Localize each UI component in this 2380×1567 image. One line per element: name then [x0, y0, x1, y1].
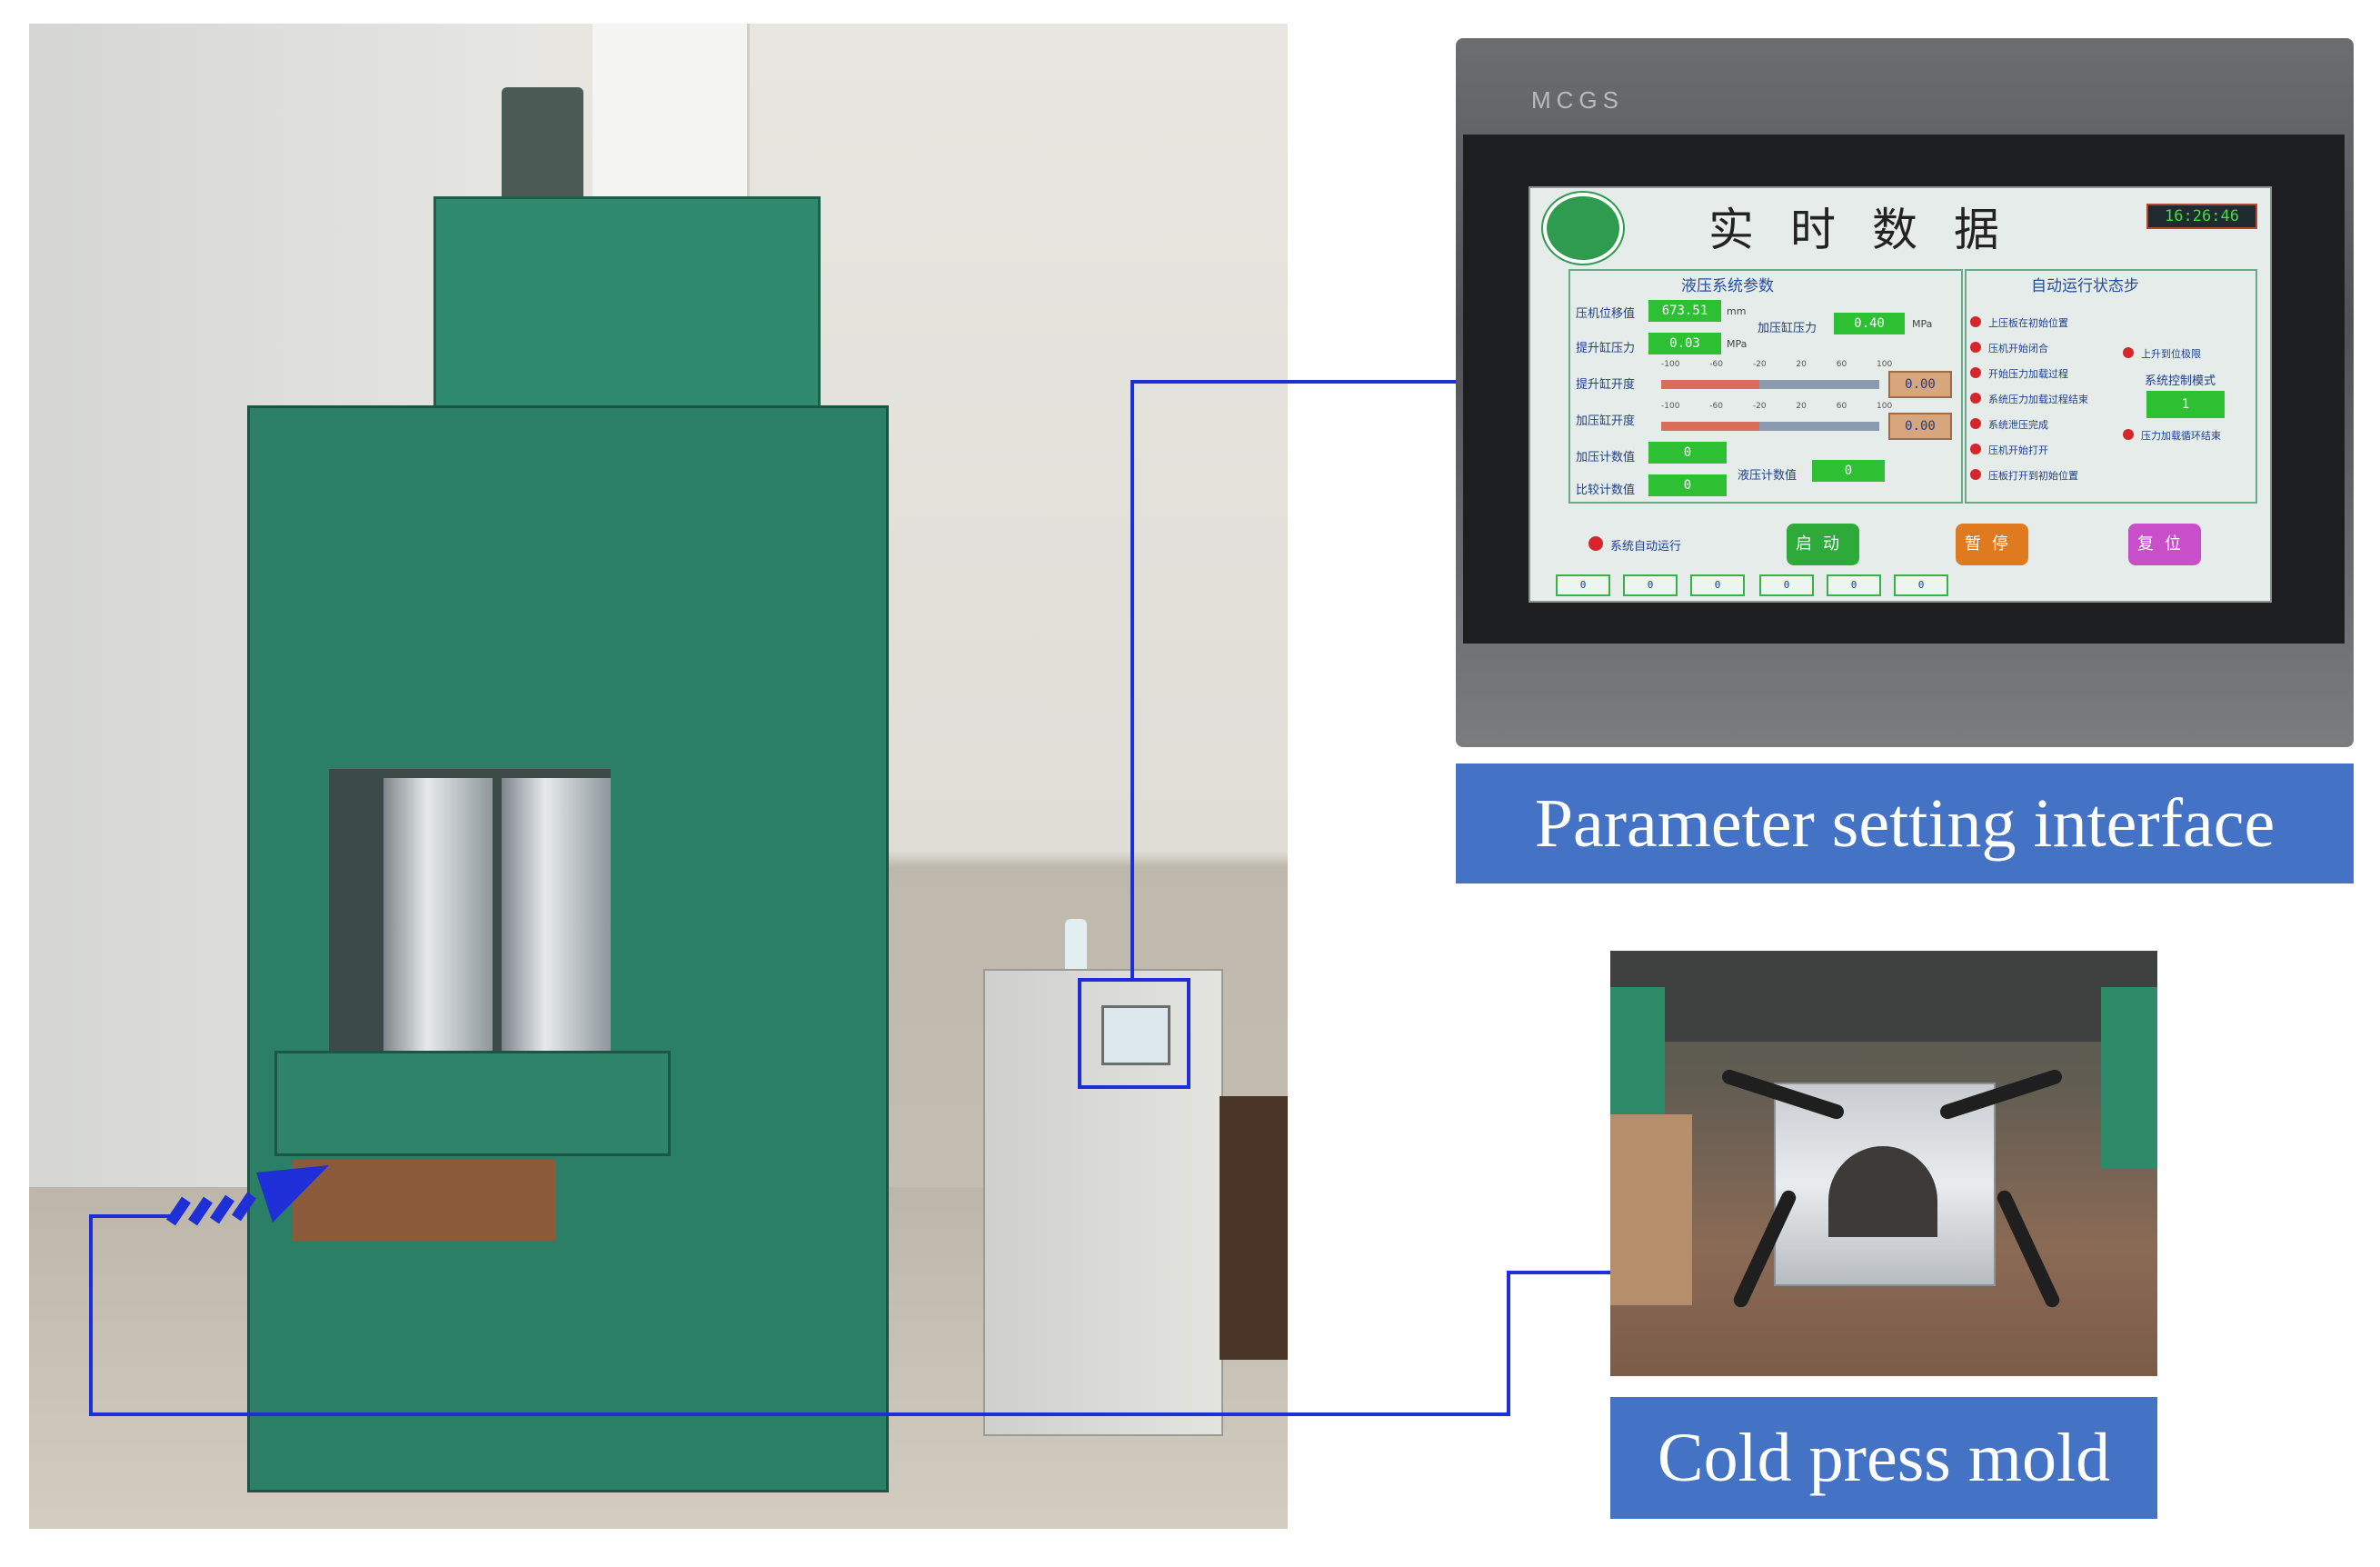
- hmi-title: 实时数据: [1708, 204, 2036, 256]
- control-mode-value: 1: [2146, 391, 2225, 418]
- press-side-right: [2101, 987, 2157, 1169]
- status-indicator: [1970, 469, 1981, 480]
- press-position-value: 673.51: [1648, 300, 1721, 322]
- logo-icon: [1543, 193, 1623, 264]
- hydraulic-count-label: 液压计数值: [1738, 469, 1797, 483]
- counter-box: 0: [1759, 574, 1814, 596]
- press-crown: [433, 196, 821, 438]
- press-platen: [274, 1051, 671, 1156]
- press-position-unit: mm: [1727, 305, 1747, 317]
- lift-cylinder-pressure-unit: MPa: [1727, 338, 1748, 350]
- mold-bolt: [1995, 1188, 2062, 1310]
- press-count-label: 加压计数值: [1576, 451, 1636, 464]
- window: [593, 24, 750, 196]
- upper-platen: [1610, 951, 2157, 1042]
- status-indicator: [1970, 393, 1981, 404]
- lift-cylinder-pressure-label: 提升缸压力: [1576, 342, 1636, 355]
- status-panel-heading: 自动运行状态步: [2031, 277, 2139, 295]
- hydraulic-count-value: 0: [1812, 460, 1885, 482]
- cabinet-touchscreen: [1101, 1005, 1170, 1065]
- lift-cylinder-opening-label: 提升缸开度: [1576, 378, 1636, 392]
- mold-photo: [1610, 951, 2157, 1376]
- compare-count-label: 比较计数值: [1576, 484, 1636, 497]
- compare-count-value: 0: [1648, 474, 1727, 496]
- pause-button[interactable]: 暂停: [1956, 524, 2028, 565]
- counter-box: 0: [1690, 574, 1745, 596]
- status-step: 系统泄压完成: [1988, 419, 2048, 431]
- start-button[interactable]: 启动: [1787, 524, 1859, 565]
- lift-opening-scale: -100 -60 -20 20 60 100: [1661, 360, 1893, 369]
- press-column: [383, 778, 493, 1060]
- counter-box: 0: [1623, 574, 1678, 596]
- mold-caption: Cold press mold: [1610, 1397, 2157, 1519]
- upper-limit-indicator: [2123, 347, 2134, 358]
- side-table: [1220, 1096, 1288, 1360]
- status-step: 压机开始闭合: [1988, 343, 2048, 354]
- press-cylinder-pressure-unit: MPa: [1912, 318, 1933, 330]
- counter-box: 0: [1827, 574, 1881, 596]
- press-position-label: 压机位移值: [1576, 307, 1636, 321]
- status-indicator: [1970, 367, 1981, 378]
- status-panel: [1965, 269, 2257, 504]
- press-cylinder-opening-value: 0.00: [1888, 413, 1952, 440]
- mold-cavity: [1828, 1146, 1937, 1237]
- auto-run-indicator: [1588, 536, 1603, 551]
- control-mode-label: 系统控制模式: [2145, 374, 2216, 388]
- cycle-end-indicator: [2123, 429, 2134, 440]
- status-step: 上压板在初始位置: [1988, 317, 2068, 329]
- press-photo: [29, 24, 1288, 1529]
- status-indicator: [1970, 316, 1981, 327]
- hmi-caption: Parameter setting interface: [1456, 764, 2354, 883]
- status-step: 系统压力加载过程结束: [1988, 394, 2088, 405]
- press-column: [502, 778, 611, 1060]
- wood-plate: [293, 1160, 556, 1242]
- cycle-end-label: 压力加载循环结束: [2141, 430, 2221, 442]
- press-count-value: 0: [1648, 442, 1727, 464]
- press-opening-scale: -100 -60 -20 20 60 100: [1661, 402, 1893, 411]
- status-step: 压机开始打开: [1988, 444, 2048, 456]
- lift-cylinder-opening-value: 0.00: [1888, 371, 1952, 398]
- hmi-brand: MCGS: [1531, 86, 1624, 114]
- status-indicator: [1970, 444, 1981, 454]
- hydraulic-panel: [1568, 269, 1963, 504]
- status-indicator: [1970, 342, 1981, 353]
- press-opening-bar: [1661, 422, 1879, 431]
- status-step: 压板打开到初始位置: [1988, 470, 2078, 482]
- bottle: [1065, 919, 1087, 973]
- press-motor: [502, 87, 583, 215]
- lift-opening-bar: [1661, 380, 1879, 389]
- hmi-clock: 16:26:46: [2146, 204, 2257, 229]
- press-cylinder-pressure-value: 0.40: [1834, 313, 1905, 334]
- reset-button[interactable]: 复位: [2128, 524, 2201, 565]
- lift-cylinder-pressure-value: 0.03: [1648, 333, 1721, 354]
- status-step: 开始压力加载过程: [1988, 368, 2068, 380]
- press-cylinder-opening-label: 加压缸开度: [1576, 414, 1636, 428]
- press-cylinder-pressure-label: 加压缸压力: [1758, 322, 1817, 335]
- auto-run-label: 系统自动运行: [1610, 540, 1682, 554]
- counter-box: 0: [1556, 574, 1610, 596]
- status-indicator: [1970, 418, 1981, 429]
- wood-block: [1610, 1114, 1692, 1305]
- upper-limit-label: 上升到位极限: [2141, 348, 2201, 360]
- counter-box: 0: [1894, 574, 1948, 596]
- hydraulic-panel-heading: 液压系统参数: [1681, 277, 1774, 295]
